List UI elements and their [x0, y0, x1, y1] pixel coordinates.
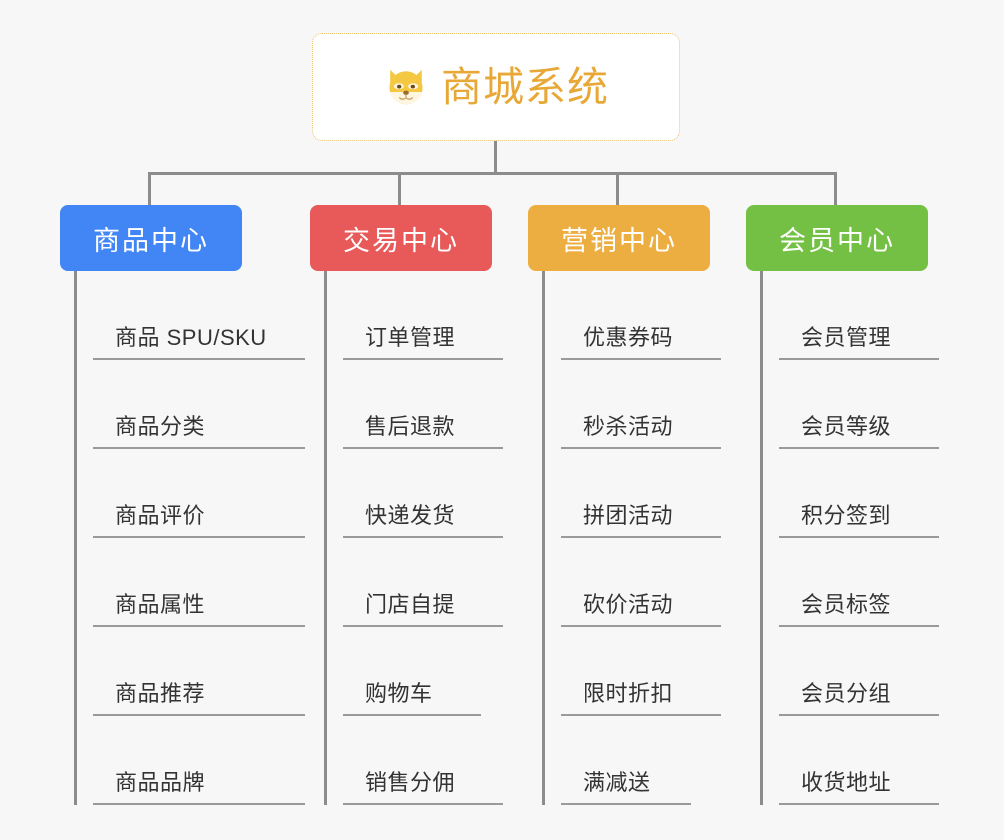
- leaf-item[interactable]: 销售分佣: [343, 716, 503, 805]
- leaf-item[interactable]: 商品 SPU/SKU: [93, 271, 305, 360]
- leaf-item[interactable]: 购物车: [343, 627, 481, 716]
- leaf-item[interactable]: 商品属性: [93, 538, 305, 627]
- leaf-item[interactable]: 商品推荐: [93, 627, 305, 716]
- category-label: 营销中心: [561, 225, 677, 256]
- leaf-item[interactable]: 优惠券码: [561, 271, 721, 360]
- leaf-item[interactable]: 快递发货: [343, 449, 503, 538]
- category-label: 商品中心: [93, 225, 209, 256]
- connector-stem-column-1: [398, 172, 401, 205]
- leaf-item[interactable]: 商品评价: [93, 449, 305, 538]
- category-box-trade-center[interactable]: 交易中心: [310, 205, 492, 271]
- category-box-marketing-center[interactable]: 营销中心: [528, 205, 710, 271]
- leaf-item[interactable]: 会员管理: [779, 271, 939, 360]
- leaf-item[interactable]: 订单管理: [343, 271, 503, 360]
- connector-root-stem: [494, 141, 497, 174]
- category-label: 交易中心: [343, 225, 459, 256]
- leaf-list-marketing-center: 优惠券码 秒杀活动 拼团活动 砍价活动 限时折扣 满减送: [542, 271, 721, 805]
- leaf-item[interactable]: 收货地址: [779, 716, 939, 805]
- branch-column-member-center: 会员中心 会员管理 会员等级 积分签到 会员标签 会员分组 收货地址: [746, 205, 939, 805]
- leaf-list-product-center: 商品 SPU/SKU 商品分类 商品评价 商品属性 商品推荐 商品品牌: [74, 271, 305, 805]
- branch-column-marketing-center: 营销中心 优惠券码 秒杀活动 拼团活动 砍价活动 限时折扣 满减送: [528, 205, 721, 805]
- leaf-item[interactable]: 砍价活动: [561, 538, 721, 627]
- leaf-item[interactable]: 售后退款: [343, 360, 503, 449]
- shiba-dog-face-icon: [389, 69, 423, 105]
- leaf-item[interactable]: 会员标签: [779, 538, 939, 627]
- branch-column-product-center: 商品中心 商品 SPU/SKU 商品分类 商品评价 商品属性 商品推荐 商品品牌: [60, 205, 305, 805]
- leaf-item[interactable]: 会员分组: [779, 627, 939, 716]
- leaf-item[interactable]: 拼团活动: [561, 449, 721, 538]
- connector-stem-column-3: [834, 172, 837, 205]
- connector-stem-column-0: [148, 172, 151, 205]
- root-node-shop-system[interactable]: 商城系统: [312, 33, 680, 141]
- leaf-item[interactable]: 会员等级: [779, 360, 939, 449]
- leaf-list-member-center: 会员管理 会员等级 积分签到 会员标签 会员分组 收货地址: [760, 271, 939, 805]
- leaf-item[interactable]: 商品分类: [93, 360, 305, 449]
- leaf-item[interactable]: 限时折扣: [561, 627, 721, 716]
- connector-horizontal-bus: [148, 172, 836, 175]
- branch-column-trade-center: 交易中心 订单管理 售后退款 快递发货 门店自提 购物车 销售分佣: [310, 205, 503, 805]
- category-label: 会员中心: [779, 225, 895, 256]
- category-box-member-center[interactable]: 会员中心: [746, 205, 928, 271]
- leaf-item[interactable]: 满减送: [561, 716, 691, 805]
- root-title: 商城系统: [441, 63, 609, 110]
- connector-stem-column-2: [616, 172, 619, 205]
- leaf-item[interactable]: 门店自提: [343, 538, 503, 627]
- leaf-list-trade-center: 订单管理 售后退款 快递发货 门店自提 购物车 销售分佣: [324, 271, 503, 805]
- leaf-item[interactable]: 商品品牌: [93, 716, 305, 805]
- leaf-item[interactable]: 秒杀活动: [561, 360, 721, 449]
- category-box-product-center[interactable]: 商品中心: [60, 205, 242, 271]
- leaf-item[interactable]: 积分签到: [779, 449, 939, 538]
